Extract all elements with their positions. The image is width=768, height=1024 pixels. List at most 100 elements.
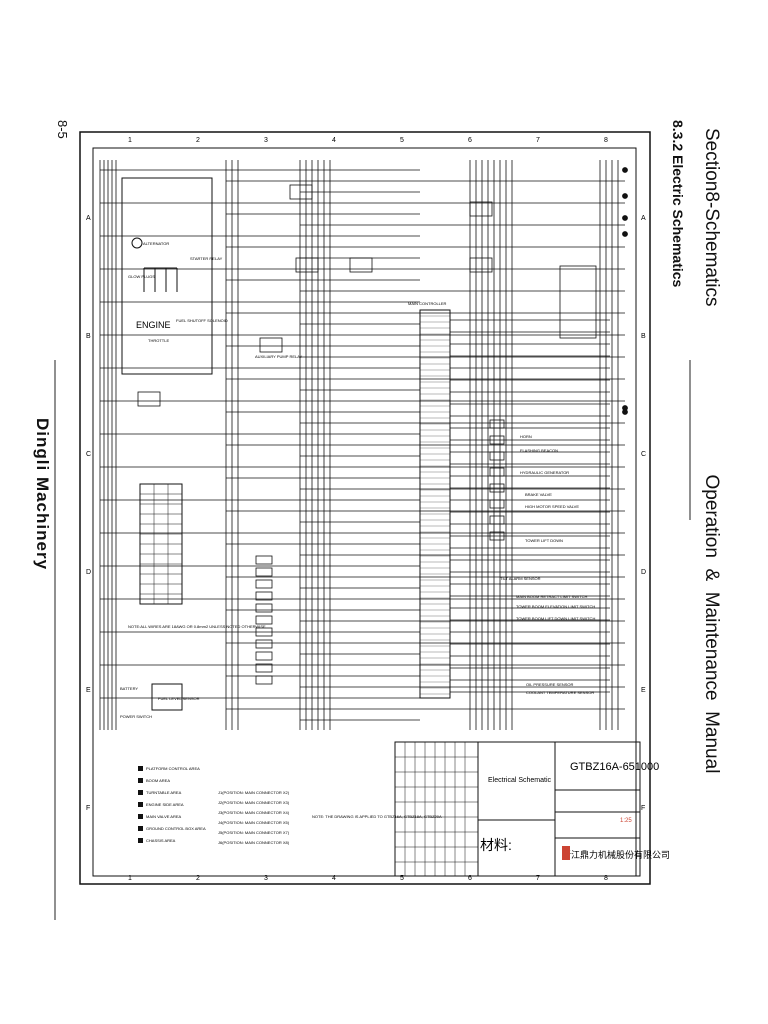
legend-swatch (138, 790, 143, 795)
terminal-dot (622, 193, 628, 199)
column-label: 4 (332, 137, 336, 144)
glow-plugs-label: GLOW PLUGS (128, 274, 155, 279)
terminal-dot (622, 167, 628, 173)
valve-coil (255, 651, 273, 661)
power-switch-label: POWER SWITCH (120, 714, 152, 719)
row-label: E (641, 687, 646, 694)
row-label: D (86, 569, 91, 576)
valve-coil (489, 515, 505, 525)
scale-value: 1:25 (620, 818, 632, 824)
switch-table-rows (140, 484, 182, 604)
high-speed-valve-label: HIGH MOTOR SPEED VALVE (525, 504, 579, 509)
schematic-frame (79, 131, 651, 885)
valve-coil (489, 467, 505, 477)
tilt-alarm-label: TILT ALARM SENSOR (500, 576, 541, 581)
legend-swatch (138, 778, 143, 783)
fuel-level-box (151, 683, 183, 711)
row-label: F (86, 805, 90, 812)
legend-entry: MAIN VALVE AREA (146, 814, 182, 819)
connector-entry: J1(POSITION: MAIN CONNECTOR X2) (218, 790, 290, 795)
valve-coil (489, 499, 505, 509)
coolant-temp-label: COOLANT TEMPERATURE SENSOR (526, 690, 594, 695)
legend-swatch (138, 766, 143, 771)
glow-plug-symbols (143, 267, 178, 292)
row-label: E (86, 687, 91, 694)
connector-entry: J6(POSITION: MAIN CONNECTOR X8) (218, 840, 290, 845)
relay-box (469, 257, 493, 273)
row-label: B (86, 333, 91, 340)
valve-coil (489, 451, 505, 461)
drawing-title: Electrical Schematic (488, 777, 552, 784)
throttle-label: THROTTLE (148, 338, 169, 343)
legend-entry: GROUND CONTROL BOX AREA (146, 826, 206, 831)
valve-coil (255, 627, 273, 637)
valve-coil (255, 591, 273, 601)
column-label: 8 (604, 137, 608, 144)
row-label: C (641, 451, 646, 458)
legend-entry: PLATFORM CONTROL AREA (146, 766, 200, 771)
relay-box (469, 201, 493, 217)
valve-coil (489, 435, 505, 445)
title-block (394, 741, 641, 877)
valve-coil (489, 531, 505, 541)
legend-swatch (138, 802, 143, 807)
column-label: 5 (400, 137, 404, 144)
legend-entry: ENGINE SIDE AREA (146, 802, 184, 807)
starter-relay-label: STARTER RELAY (190, 256, 223, 261)
display-panel (559, 265, 597, 339)
drawing-number: GTBZ16A-651000 (570, 761, 659, 773)
engine-block (121, 177, 213, 375)
battery-label: BATTERY (120, 686, 138, 691)
valve-coil (255, 639, 273, 649)
note-applied: NOTE: THE DRAWING IS APPLIED TO GTBZ16A,… (312, 814, 442, 819)
valve-coil (255, 567, 273, 577)
legend-swatch (138, 814, 143, 819)
column-label: 5 (400, 875, 404, 882)
connector-list: J1(POSITION: MAIN CONNECTOR X2)J2(POSITI… (218, 790, 290, 845)
alternator-label: ALTERNATOR (143, 241, 169, 246)
legend-swatch (138, 838, 143, 843)
legend: PLATFORM CONTROL AREA BOOM AREA TURNTABLE … (138, 766, 206, 843)
engine-label: ENGINE (136, 320, 171, 330)
relay-box (289, 184, 313, 200)
hyd-gen-label: HYDRAULIC GENERATOR (520, 470, 569, 475)
terminal-dot (622, 231, 628, 237)
wiring (99, 160, 628, 730)
row-label: A (641, 215, 646, 222)
brake-valve-label: BRAKE VALVE (525, 492, 552, 497)
aux-pump-relay-label: AUXILIARY PUMP RELAY (255, 354, 303, 359)
lift-down-limit-label: TOWER BOOM LIFT DOWN LIMIT SWITCH (516, 616, 595, 621)
row-label: F (641, 805, 645, 812)
fuel-level-label: FUEL LEVEL SENSOR (158, 696, 200, 701)
valve-coil (255, 603, 273, 613)
alternator-symbol (131, 237, 143, 249)
beacon-label: FLASHING BEACON (520, 448, 558, 453)
main-controller-label: MAIN CONTROLLER (408, 301, 447, 306)
oil-pressure-label: OIL PRESSURE SENSOR (526, 682, 574, 687)
material-label: 材料: (480, 837, 512, 853)
row-label: A (86, 215, 91, 222)
column-label: 6 (468, 137, 472, 144)
column-label: 3 (264, 875, 268, 882)
legend-entry: TURNTABLE AREA (146, 790, 182, 795)
relay-box (137, 391, 161, 407)
relay-box (295, 257, 319, 273)
terminal-dot (622, 409, 628, 415)
valve-coil (255, 663, 273, 673)
terminal-dot (622, 215, 628, 221)
horn-label: HORN (520, 434, 532, 439)
valve-coil (255, 675, 273, 685)
retract-limit-label: MAIN BOOM RETRACT LIMIT SWITCH (516, 594, 588, 599)
relay-box (349, 257, 373, 273)
legend-entry: BOOM AREA (146, 778, 170, 783)
company-logo (562, 846, 570, 860)
row-label: C (86, 451, 91, 458)
valve-coil (255, 615, 273, 625)
tower-lift-down-label: TOWER LIFT DOWN (525, 538, 563, 543)
valve-coil (489, 483, 505, 493)
connector-entry: J5(POSITION: MAIN CONNECTOR X7) (218, 830, 290, 835)
